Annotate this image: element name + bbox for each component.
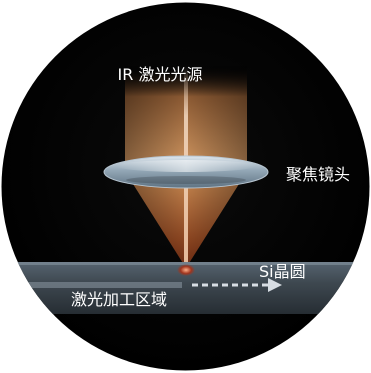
label-si-wafer: Si晶圆: [259, 262, 306, 281]
processing-direction-arrowhead: [268, 278, 282, 292]
wafer-top-edge: [1, 262, 370, 265]
label-ir-laser-source: IR 激光光源: [118, 65, 203, 84]
label-laser-processing-zone: 激光加工区域: [71, 290, 167, 309]
processed-track: [16, 282, 182, 288]
lens-underside-shadow: [126, 176, 246, 184]
focusing-lens: [103, 155, 269, 189]
laser-focus-point: [177, 264, 195, 276]
label-focusing-lens: 聚焦镜头: [286, 165, 350, 184]
lens-highlight: [116, 160, 256, 172]
